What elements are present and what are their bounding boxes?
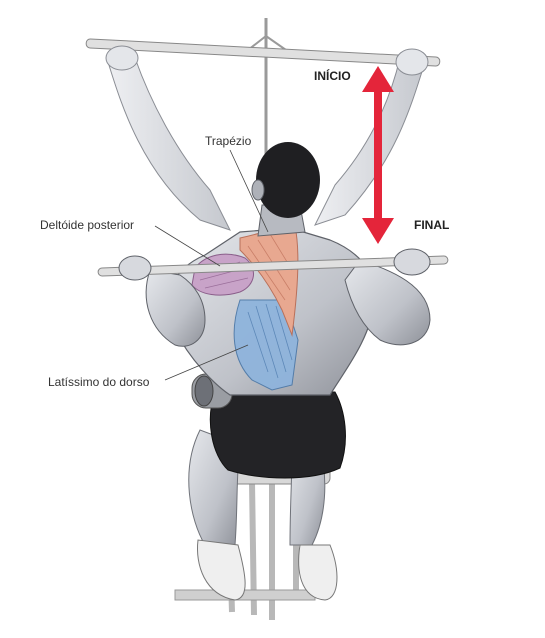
trapezius-label: Trapézio <box>205 134 252 148</box>
trapezius-leader <box>229 149 269 233</box>
shorts <box>209 391 346 479</box>
lat-striations <box>247 303 293 379</box>
seat-base <box>174 589 316 601</box>
final-left-arm <box>145 269 206 347</box>
deltoid-leader <box>154 225 221 267</box>
left-shoe <box>196 539 246 601</box>
start-right-hand <box>395 48 429 76</box>
end-phase-label: FINAL <box>414 218 450 232</box>
right-shoe <box>298 544 338 601</box>
start-phase-label: INÍCIO <box>314 69 351 83</box>
final-right-arm <box>344 259 431 346</box>
start-right-arm <box>314 57 426 226</box>
cable-bracket <box>247 34 287 51</box>
final-right-hand <box>393 248 431 276</box>
latissimus-muscle <box>233 299 299 391</box>
ear <box>251 179 265 201</box>
top-bar <box>85 38 441 67</box>
motion-arrow <box>362 66 394 244</box>
latissimus-label: Latíssimo do dorso <box>48 375 150 389</box>
start-left-hand <box>105 45 139 71</box>
head-hair <box>256 142 320 218</box>
knee-roller-end <box>194 375 214 407</box>
start-left-arm <box>107 57 231 231</box>
final-bar <box>97 255 449 277</box>
rear-deltoid-label: Deltóide posterior <box>40 218 135 232</box>
final-left-hand <box>118 255 152 281</box>
latissimus-leader <box>164 344 249 381</box>
